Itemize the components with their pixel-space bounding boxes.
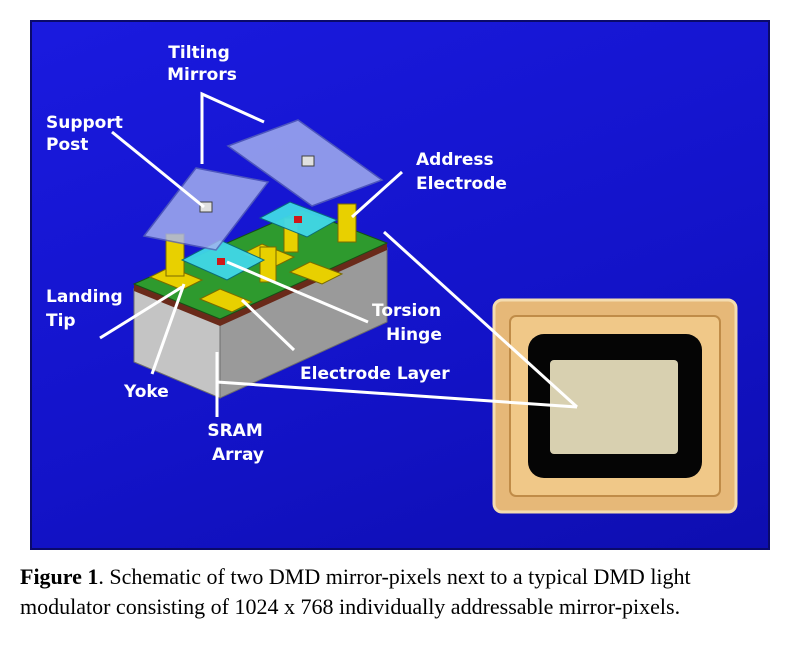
caption-label: Figure 1 xyxy=(20,564,99,589)
connector-to-chip-top xyxy=(382,230,579,409)
leader-electrode-layer xyxy=(240,298,296,352)
post-3 xyxy=(337,203,357,243)
label-electrode-layer: Electrode Layer xyxy=(300,364,450,384)
hinge-detail-2 xyxy=(294,216,302,223)
chip-mirror-array xyxy=(550,360,678,454)
label-yoke: Yoke xyxy=(123,382,169,402)
support-post-head-2 xyxy=(301,155,315,167)
leader-lines xyxy=(99,91,579,417)
dmd-chip-package xyxy=(492,298,738,514)
connector-to-chip xyxy=(216,380,578,409)
leader-torsion-hinge xyxy=(226,260,369,324)
hinge-detail-1 xyxy=(217,258,225,265)
caption-text: . Schematic of two DMD mirror-pixels nex… xyxy=(20,564,691,619)
label-sram-array: SRAM Array xyxy=(207,421,268,465)
base-electrode-4 xyxy=(288,261,344,285)
label-address-electrode: Address Electrode xyxy=(416,150,507,194)
label-tilting-mirrors: Tilting Mirrors xyxy=(167,43,237,85)
leader-landing-tip xyxy=(99,285,183,340)
leader-tilting-mirrors xyxy=(200,91,265,164)
dmd-pixel-schematic xyxy=(132,119,389,399)
leader-support-post xyxy=(111,130,205,209)
label-landing-tip: Landing Tip xyxy=(46,287,129,331)
base-electrode-2 xyxy=(198,288,254,313)
leader-address-electrode xyxy=(350,170,404,219)
base-electrode-1 xyxy=(148,266,204,291)
leader-yoke xyxy=(150,283,186,375)
label-torsion-hinge: Torsion Hinge xyxy=(372,301,447,345)
label-support-post: Support Post xyxy=(46,113,129,155)
figure-panel: Tilting Mirrors Support Post Address Ele… xyxy=(30,20,770,550)
labels: Tilting Mirrors Support Post Address Ele… xyxy=(46,43,507,465)
post-2 xyxy=(259,246,277,283)
figure-caption: Figure 1. Schematic of two DMD mirror-pi… xyxy=(20,562,780,622)
support-post-head-1 xyxy=(199,201,213,213)
